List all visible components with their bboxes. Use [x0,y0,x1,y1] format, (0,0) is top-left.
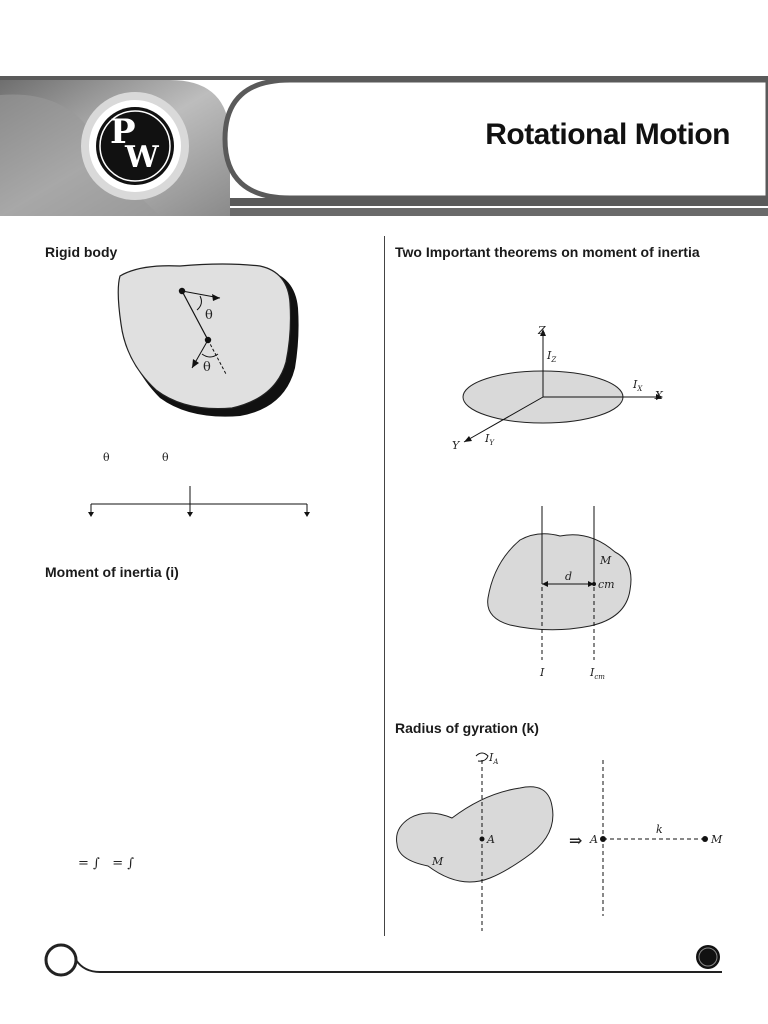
parallel-i-label: I [540,666,545,679]
parallel-axis-diagram [487,506,632,660]
header-banner [0,70,768,220]
integral-expression: = ∫ = ∫ [78,856,134,871]
parallel-d-label: d [565,570,573,583]
gyration-a2-label: A [590,833,598,846]
theta-label-upper: θ [205,308,213,323]
theta-label-lower: θ [203,360,211,375]
axis-z-label: Z [538,324,546,337]
perpendicular-axes-diagram [462,329,663,443]
column-divider [384,236,385,936]
axis-x-label: X [655,389,663,402]
gyration-arrow-label: ⇒ [569,831,583,850]
header-banner-graphic [0,76,768,216]
theta-small-2: θ [162,451,169,464]
gyration-m1-label: M [432,855,444,868]
theta-small-1: θ [103,451,110,464]
radius-of-gyration-diagram [396,752,708,931]
parallel-icm-label: Icm [590,666,605,682]
radius-of-gyration-title: Radius of gyration (k) [395,720,539,736]
rigid-body-diagram [117,263,299,417]
axis-iz-label: IZ [547,349,557,365]
logo-letter-w: W [125,140,159,175]
rigid-body-title: Rigid body [45,244,118,260]
gyration-m2-label: M [711,833,723,846]
axis-iy-label: IY [485,432,494,448]
axis-ix-label: IX [633,378,643,394]
moment-of-inertia-title: Moment of inertia (i) [45,564,179,580]
logo-letter-p: P [110,112,136,152]
gyration-a1-label: A [487,833,495,846]
page-title: Rotational Motion [485,118,730,151]
gyration-ia-label: IA [489,751,499,767]
parallel-m-label: M [600,554,612,567]
parallel-cm-label: cm [598,578,615,591]
gyration-k-label: k [656,823,663,836]
axis-y-label: Y [452,439,460,452]
footer-rule [44,943,722,977]
theorems-title: Two Important theorems on moment of iner… [395,244,700,260]
classification-tree [88,486,310,517]
